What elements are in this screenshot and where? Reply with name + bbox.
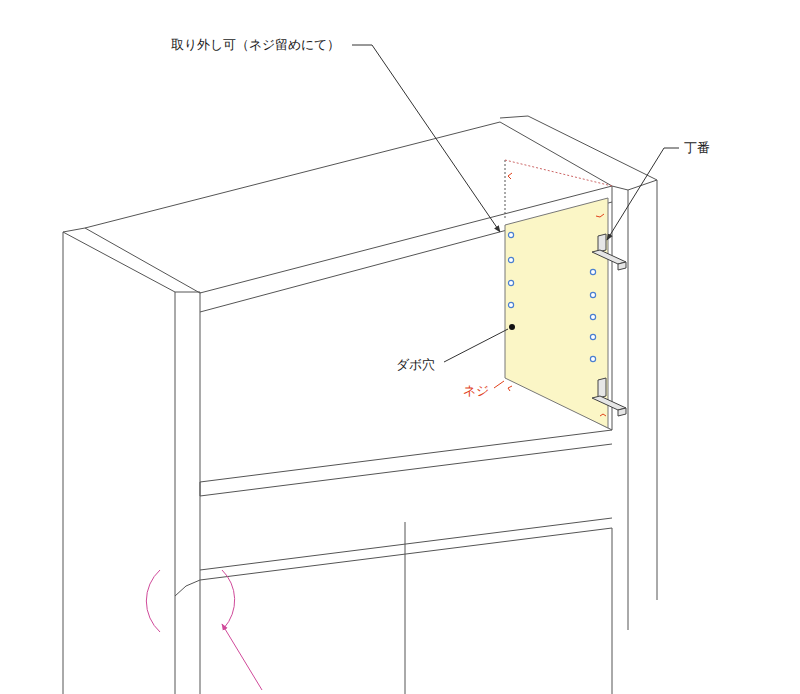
part-label: ネジ [462, 383, 490, 399]
note-label: 取り外し可（ネジ留めにて） [170, 37, 341, 53]
part-label: 丁番 [683, 140, 711, 156]
part-label: ダボ穴 [395, 357, 436, 373]
